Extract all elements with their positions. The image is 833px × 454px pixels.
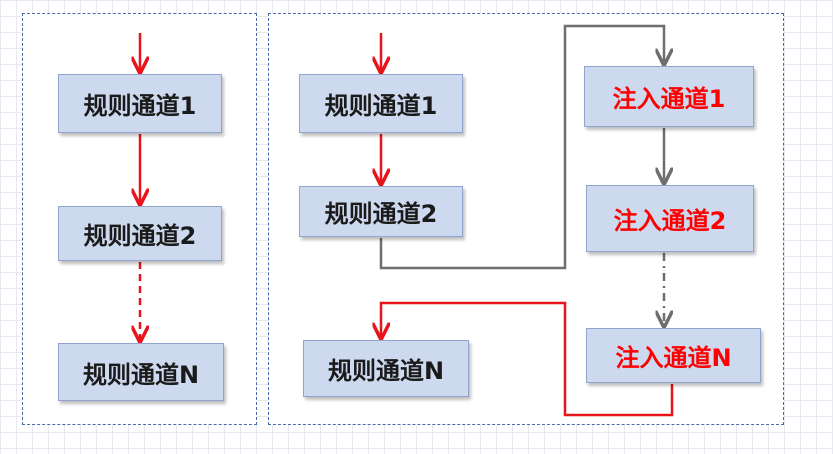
- right-regular-channel-n: 规则通道N: [303, 340, 469, 397]
- left-regular-channel-1: 规则通道1: [58, 74, 222, 133]
- right-regular-channel-1: 规则通道1: [299, 74, 463, 133]
- right-regular-channel-2: 规则通道2: [299, 186, 463, 237]
- injected-channel-1: 注入通道1: [584, 66, 754, 127]
- left-regular-channel-n: 规则通道N: [58, 343, 224, 401]
- injected-channel-n: 注入通道N: [586, 328, 761, 383]
- injected-channel-2: 注入通道2: [586, 185, 754, 252]
- left-regular-channel-2: 规则通道2: [58, 206, 222, 261]
- red-return-path: [381, 301, 674, 417]
- gray-path-to-injected-1: [379, 24, 664, 270]
